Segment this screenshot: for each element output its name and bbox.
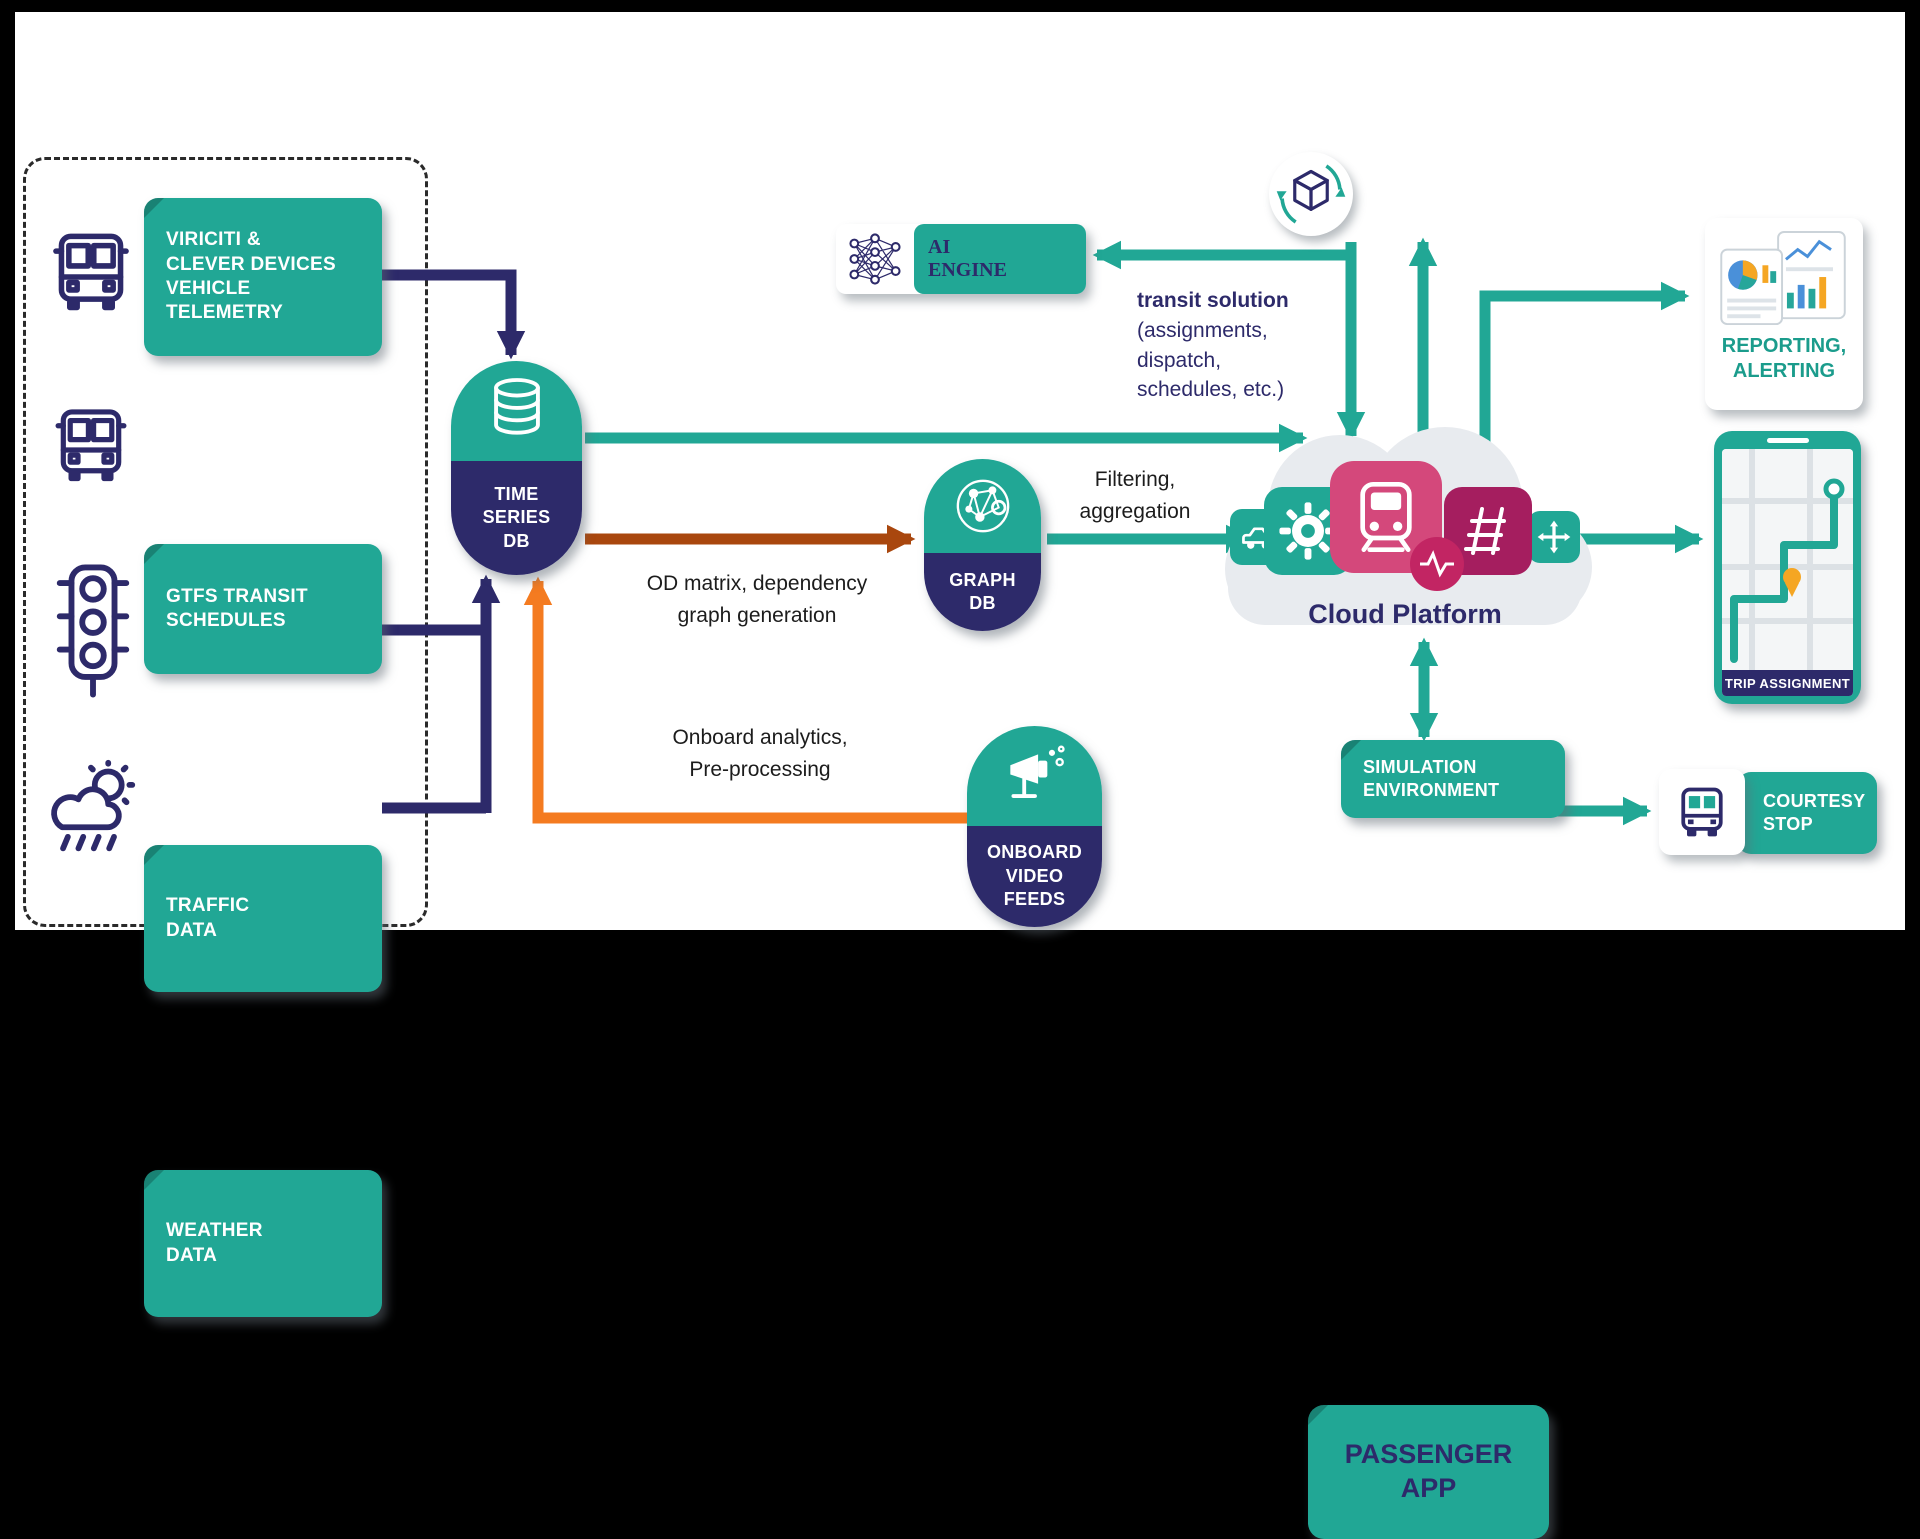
filtering-aggregation-label: Filtering, aggregation [1079,468,1191,523]
arrow-viriciti-to-tsdb [382,269,526,360]
database-icon [451,361,582,461]
map-graphic [1722,449,1853,670]
source-box-viriciti: VIRICITI & CLEVER DEVICES VEHICLE TELEME… [144,198,382,356]
transfer-arrows-icon [1528,511,1580,563]
passenger-app-label: PASSENGER APP [1344,1439,1513,1503]
transit-solution-title: transit solution [1137,289,1289,312]
graph-network-icon [924,459,1041,553]
ai-engine-box: AI ENGINE [914,224,1086,294]
time-series-db: TIME SERIES DB [451,361,582,575]
source-box-weather: WEATHER DATA [144,1170,382,1317]
weather-icon [33,756,145,860]
onboard-video-feeds: ONBOARD VIDEO FEEDS [967,726,1102,927]
bus-icon [39,225,143,329]
source-label-weather: WEATHER DATA [166,1220,263,1266]
reporting-alerting-label: REPORTING, ALERTING [1721,335,1847,382]
trip-assignment-phone: TRIP ASSIGNMENT [1714,431,1861,704]
phone-map-screen: TRIP ASSIGNMENT [1722,449,1853,696]
courtesy-stop-label: COURTESY STOP [1763,790,1866,834]
transit-solution-detail: (assignments, dispatch, schedules, etc.) [1137,318,1285,402]
traffic-light-icon [47,560,139,702]
ai-engine: AI ENGINE [836,224,1086,294]
onboard-analytics-label: Onboard analytics, Pre-processing [672,726,848,781]
projector-icon [967,726,1102,826]
trip-assignment-label: TRIP ASSIGNMENT [1722,670,1853,696]
source-label-traffic: TRAFFIC DATA [166,895,250,941]
arrow-cloud-to-reporting [1479,281,1690,460]
time-series-db-label: TIME SERIES DB [451,461,582,575]
reporting-alerting: REPORTING, ALERTING [1705,218,1863,410]
passenger-app: PASSENGER APP [1308,1405,1549,1539]
source-label-viriciti: VIRICITI & CLEVER DEVICES VEHICLE TELEME… [166,229,336,324]
neural-network-icon [836,231,914,287]
courtesy-stop: COURTESY STOP [1737,772,1877,854]
source-box-gtfs: GTFS TRANSIT SCHEDULES [144,544,382,674]
reporting-charts-icon [1720,230,1846,326]
source-box-traffic: TRAFFIC DATA [144,845,382,992]
pulse-chart-icon [1410,537,1464,591]
ai-engine-label: AI ENGINE [928,236,1007,281]
diagram-canvas: VIRICITI & CLEVER DEVICES VEHICLE TELEME… [15,12,1905,1539]
bus-stop-icon [1659,769,1745,855]
graph-db: GRAPH DB [924,459,1041,631]
bus-icon [39,402,143,498]
simulation-environment: SIMULATION ENVIRONMENT [1341,740,1565,818]
simulation-environment-label: SIMULATION ENVIRONMENT [1363,756,1500,800]
connector-arrows [382,237,1704,826]
transit-solution-annotation: transit solution (assignments, dispatch,… [1137,286,1357,405]
od-matrix-label: OD matrix, dependency graph generation [646,572,868,627]
phone-speaker [1766,438,1809,443]
arrow-onboard-to-tsdb [523,576,967,824]
cloud-platform: Cloud Platform [1210,417,1600,652]
simulation-cube-icon [1269,152,1353,236]
cloud-platform-label: Cloud Platform [1308,599,1502,629]
source-label-gtfs: GTFS TRANSIT SCHEDULES [166,585,308,631]
